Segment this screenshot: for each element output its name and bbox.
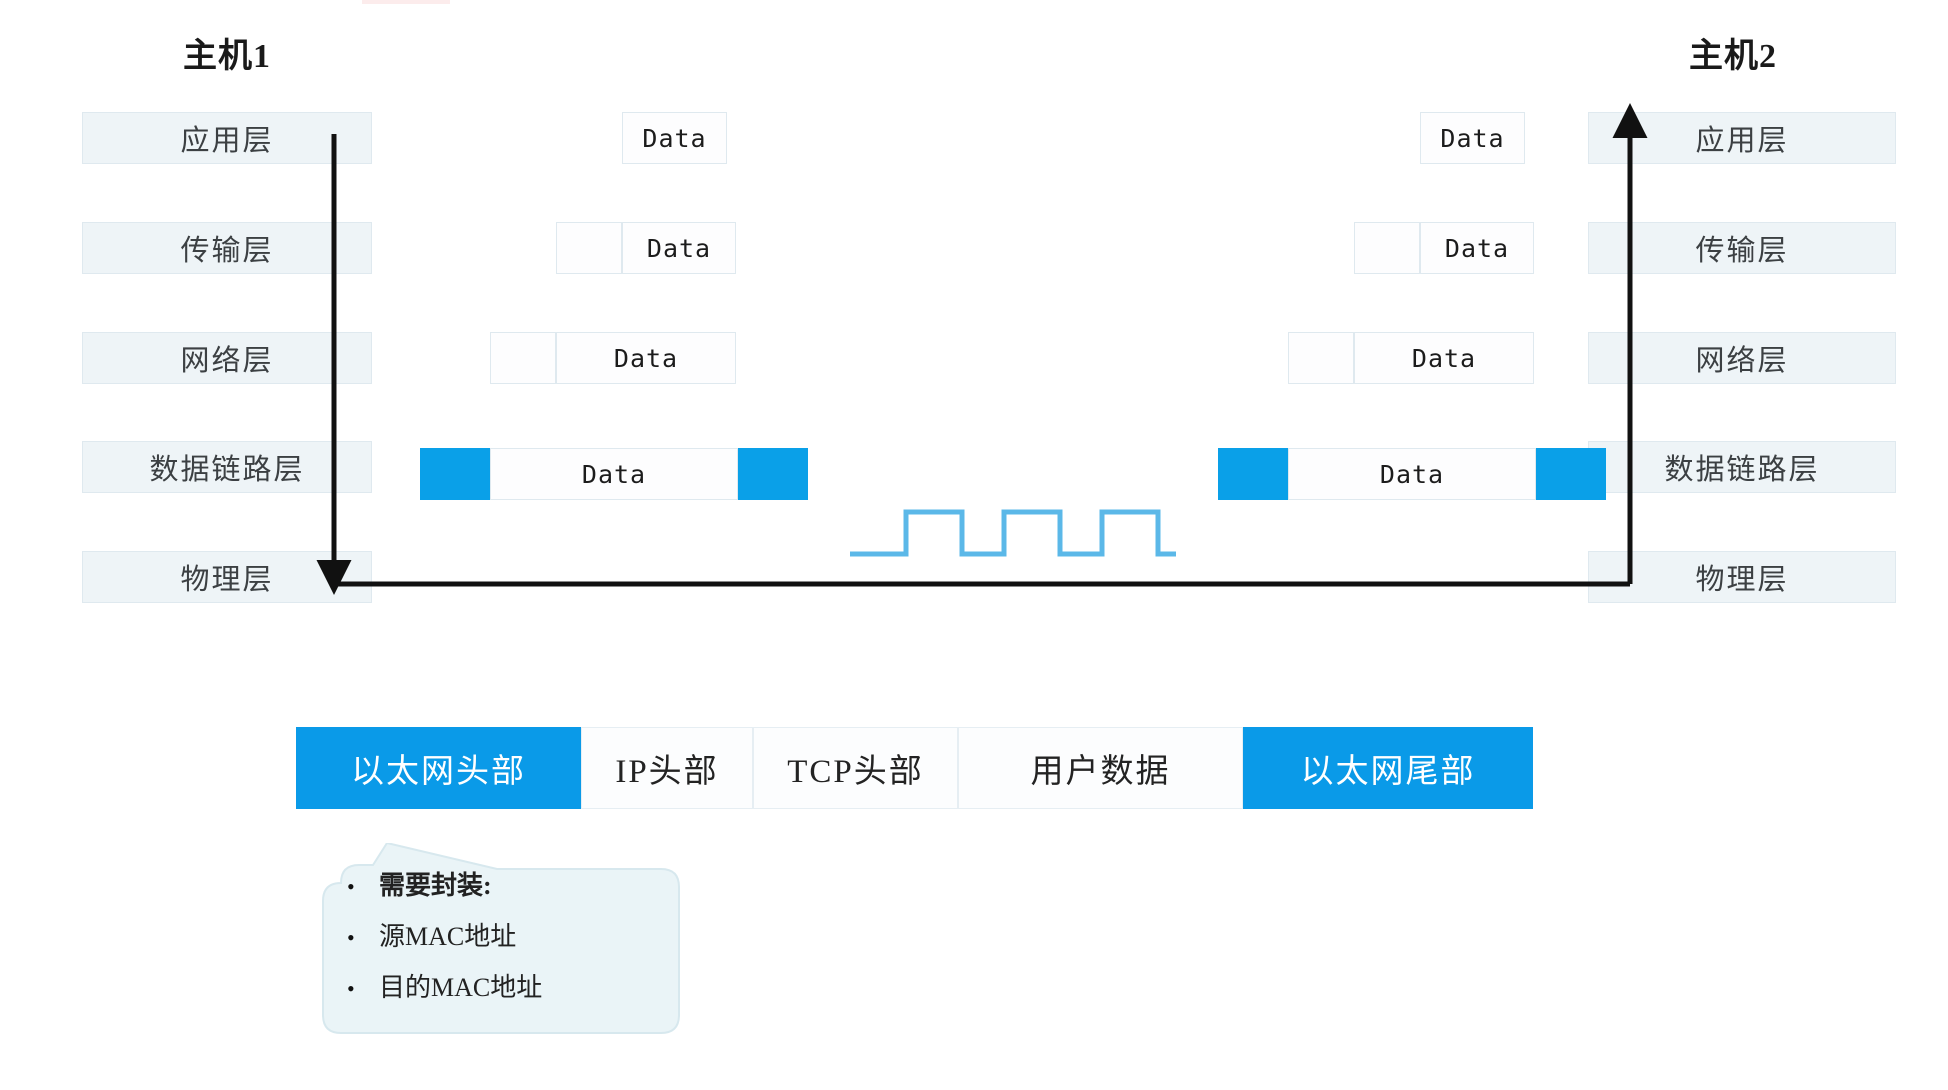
packet-payload: Data xyxy=(1420,112,1525,164)
packet-host2-datalink: Data xyxy=(1218,448,1606,500)
frame-segment-tcp-header[interactable]: TCP头部 xyxy=(753,727,958,809)
packet-payload: Data xyxy=(1354,332,1534,384)
packet-host2-network: Data xyxy=(1288,332,1534,384)
packet-ethernet-header-block xyxy=(420,448,490,500)
callout-line: • 需要封装: xyxy=(339,865,665,902)
packet-payload: Data xyxy=(490,448,738,500)
host1-layer-application[interactable]: 应用层 xyxy=(82,112,372,164)
callout-line-text: 需要封装: xyxy=(379,871,492,900)
host2-layer-transport[interactable]: 传输层 xyxy=(1588,222,1896,274)
callout-line-text: 源MAC地址 xyxy=(379,922,517,951)
ethernet-frame-breakdown: 以太网头部 IP头部 TCP头部 用户数据 以太网尾部 xyxy=(296,727,1533,809)
frame-segment-ethernet-header[interactable]: 以太网头部 xyxy=(296,727,581,809)
callout-line: • 源MAC地址 xyxy=(339,916,665,953)
packet-ethernet-trailer-block xyxy=(738,448,808,500)
host1-layer-datalink[interactable]: 数据链路层 xyxy=(82,441,372,493)
packet-payload: Data xyxy=(556,332,736,384)
packet-host1-application: Data xyxy=(622,112,727,164)
callout-bubble-shape xyxy=(322,843,680,1034)
packet-payload: Data xyxy=(622,222,736,274)
packet-header-block xyxy=(556,222,622,274)
scan-artifact xyxy=(362,0,450,4)
packet-payload: Data xyxy=(622,112,727,164)
packet-host2-application: Data xyxy=(1420,112,1525,164)
host2-layer-application[interactable]: 应用层 xyxy=(1588,112,1896,164)
frame-segment-user-data[interactable]: 用户数据 xyxy=(958,727,1243,809)
packet-payload: Data xyxy=(1420,222,1534,274)
callout-line-text: 目的MAC地址 xyxy=(379,973,543,1002)
bullet-icon: • xyxy=(347,874,355,899)
ethernet-header-callout: • 需要封装: • 源MAC地址 • 目的MAC地址 xyxy=(321,843,681,1041)
host2-layer-physical[interactable]: 物理层 xyxy=(1588,551,1896,603)
bullet-icon: • xyxy=(347,976,355,1001)
host1-layer-physical[interactable]: 物理层 xyxy=(82,551,372,603)
host2-layer-datalink[interactable]: 数据链路层 xyxy=(1588,441,1896,493)
packet-host1-datalink: Data xyxy=(420,448,808,500)
packet-header-block xyxy=(1288,332,1354,384)
host1-title: 主机1 xyxy=(183,38,271,75)
host1-layer-transport[interactable]: 传输层 xyxy=(82,222,372,274)
packet-host2-transport: Data xyxy=(1354,222,1534,274)
packet-host1-transport: Data xyxy=(556,222,736,274)
host2-layer-network[interactable]: 网络层 xyxy=(1588,332,1896,384)
bullet-icon: • xyxy=(347,925,355,950)
packet-payload: Data xyxy=(1288,448,1536,500)
host1-layer-network[interactable]: 网络层 xyxy=(82,332,372,384)
square-wave-icon xyxy=(850,509,1176,557)
callout-line: • 目的MAC地址 xyxy=(339,967,665,1004)
frame-segment-ip-header[interactable]: IP头部 xyxy=(581,727,753,809)
packet-header-block xyxy=(490,332,556,384)
host2-title: 主机2 xyxy=(1689,38,1777,75)
packet-header-block xyxy=(1354,222,1420,274)
packet-ethernet-trailer-block xyxy=(1536,448,1606,500)
frame-segment-ethernet-trailer[interactable]: 以太网尾部 xyxy=(1243,727,1533,809)
packet-host1-network: Data xyxy=(490,332,736,384)
packet-ethernet-header-block xyxy=(1218,448,1288,500)
callout-content: • 需要封装: • 源MAC地址 • 目的MAC地址 xyxy=(321,843,681,1041)
